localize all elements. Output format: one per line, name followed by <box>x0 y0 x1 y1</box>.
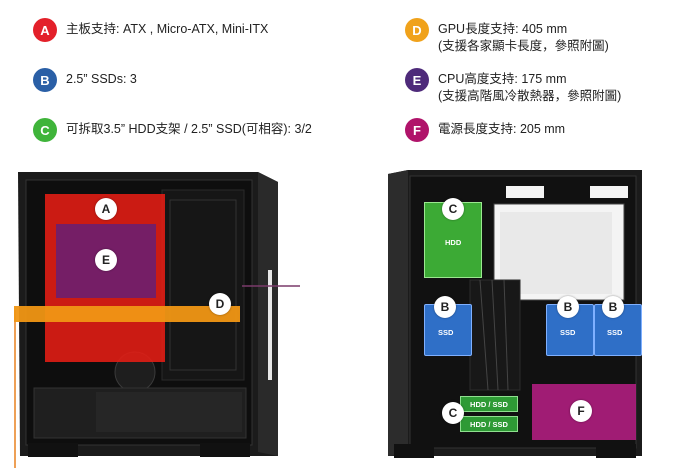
spec-d: D GPU長度支持: 405 mm (支援各家顯卡長度，參照附圖) <box>405 18 609 55</box>
label-b-3: B <box>602 296 624 318</box>
spec-e-line1: CPU高度支持: 175 mm <box>438 72 567 86</box>
label-b-1: B <box>434 296 456 318</box>
spec-c-text: 可拆取3.5” HDD支架 / 2.5” SSD(可相容): 3/2 <box>66 122 312 136</box>
spec-e: E CPU高度支持: 175 mm (支援高階風冷散熱器，參照附圖) <box>405 68 621 105</box>
badge-a: A <box>33 18 57 42</box>
spec-a: A 主板支持: ATX , Micro-ATX, Mini-ITX <box>33 18 268 42</box>
bay-hdd-ssd-1: HDD / SSD <box>460 396 518 412</box>
spec-b-text: 2.5” SSDs: 3 <box>66 72 137 86</box>
zone-d-gpu <box>14 306 240 322</box>
spec-a-text: 主板支持: ATX , Micro-ATX, Mini-ITX <box>66 22 269 36</box>
label-c-top: C <box>442 198 464 220</box>
badge-b: B <box>33 68 57 92</box>
spec-e-line2: (支援高階風冷散熱器，參照附圖) <box>438 89 622 103</box>
ssd-2-label: SSD <box>560 328 576 337</box>
label-e: E <box>95 249 117 271</box>
ssd-1-label: SSD <box>438 328 454 337</box>
label-d: D <box>209 293 231 315</box>
spec-b: B 2.5” SSDs: 3 <box>33 68 137 92</box>
label-a: A <box>95 198 117 220</box>
right-case-image: HDD C SSD B SSD B SSD B HDD / SSD HDD / … <box>380 160 680 468</box>
badge-e: E <box>405 68 429 92</box>
badge-f: F <box>405 118 429 142</box>
spec-d-line1: GPU長度支持: 405 mm <box>438 22 568 36</box>
badge-c: C <box>33 118 57 142</box>
bay-hdd-ssd-2: HDD / SSD <box>460 416 518 432</box>
label-f: F <box>570 400 592 422</box>
spec-f: F 電源長度支持: 205 mm <box>405 118 565 142</box>
spec-c: C 可拆取3.5” HDD支架 / 2.5” SSD(可相容): 3/2 <box>33 118 312 142</box>
spec-f-text: 電源長度支持: 205 mm <box>438 122 566 136</box>
label-c-bottom: C <box>442 402 464 424</box>
spec-d-line2: (支援各家顯卡長度，參照附圖) <box>438 39 609 53</box>
left-case-image: A E D <box>0 160 300 468</box>
badge-d: D <box>405 18 429 42</box>
ssd-3-label: SSD <box>607 328 623 337</box>
hdd-cage-label: HDD <box>445 238 462 247</box>
label-b-2: B <box>557 296 579 318</box>
